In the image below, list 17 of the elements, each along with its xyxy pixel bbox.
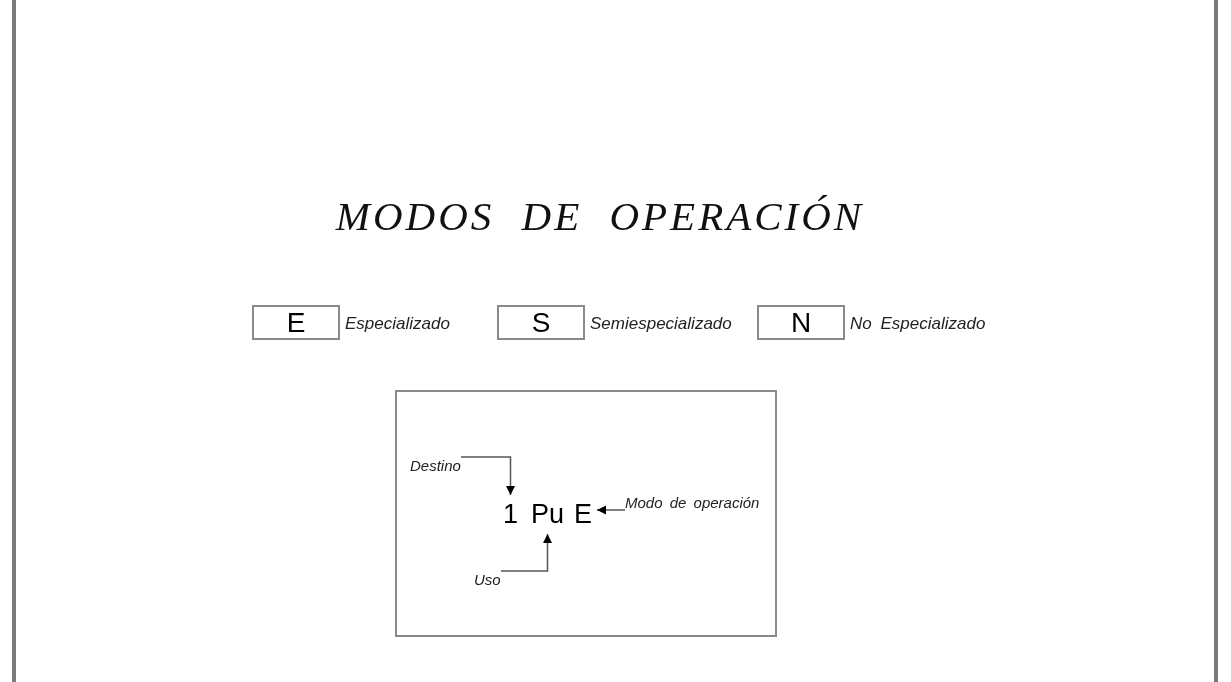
annotation-text: Destino [410,457,461,474]
code-text: E [574,501,592,528]
leader-arrow [596,505,626,515]
mode-code-box: N [757,305,845,340]
mode-code-box: E [252,305,340,340]
diagram-title: MODOS DE OPERACIÓN [334,192,866,240]
mode-code-box: S [497,305,585,340]
mode-description: Especializado [345,314,450,334]
annotation-text: Modo de operación [625,494,760,511]
mode-description: Semiespecializado [590,314,732,334]
code-text: Pu [531,501,565,528]
mode-description: No Especializado [850,314,986,334]
code-text: 1 [503,501,519,528]
leader-arrow [500,533,552,572]
leader-arrow [460,456,515,496]
example-frame [395,390,777,637]
annotation-text: Uso [474,571,501,588]
